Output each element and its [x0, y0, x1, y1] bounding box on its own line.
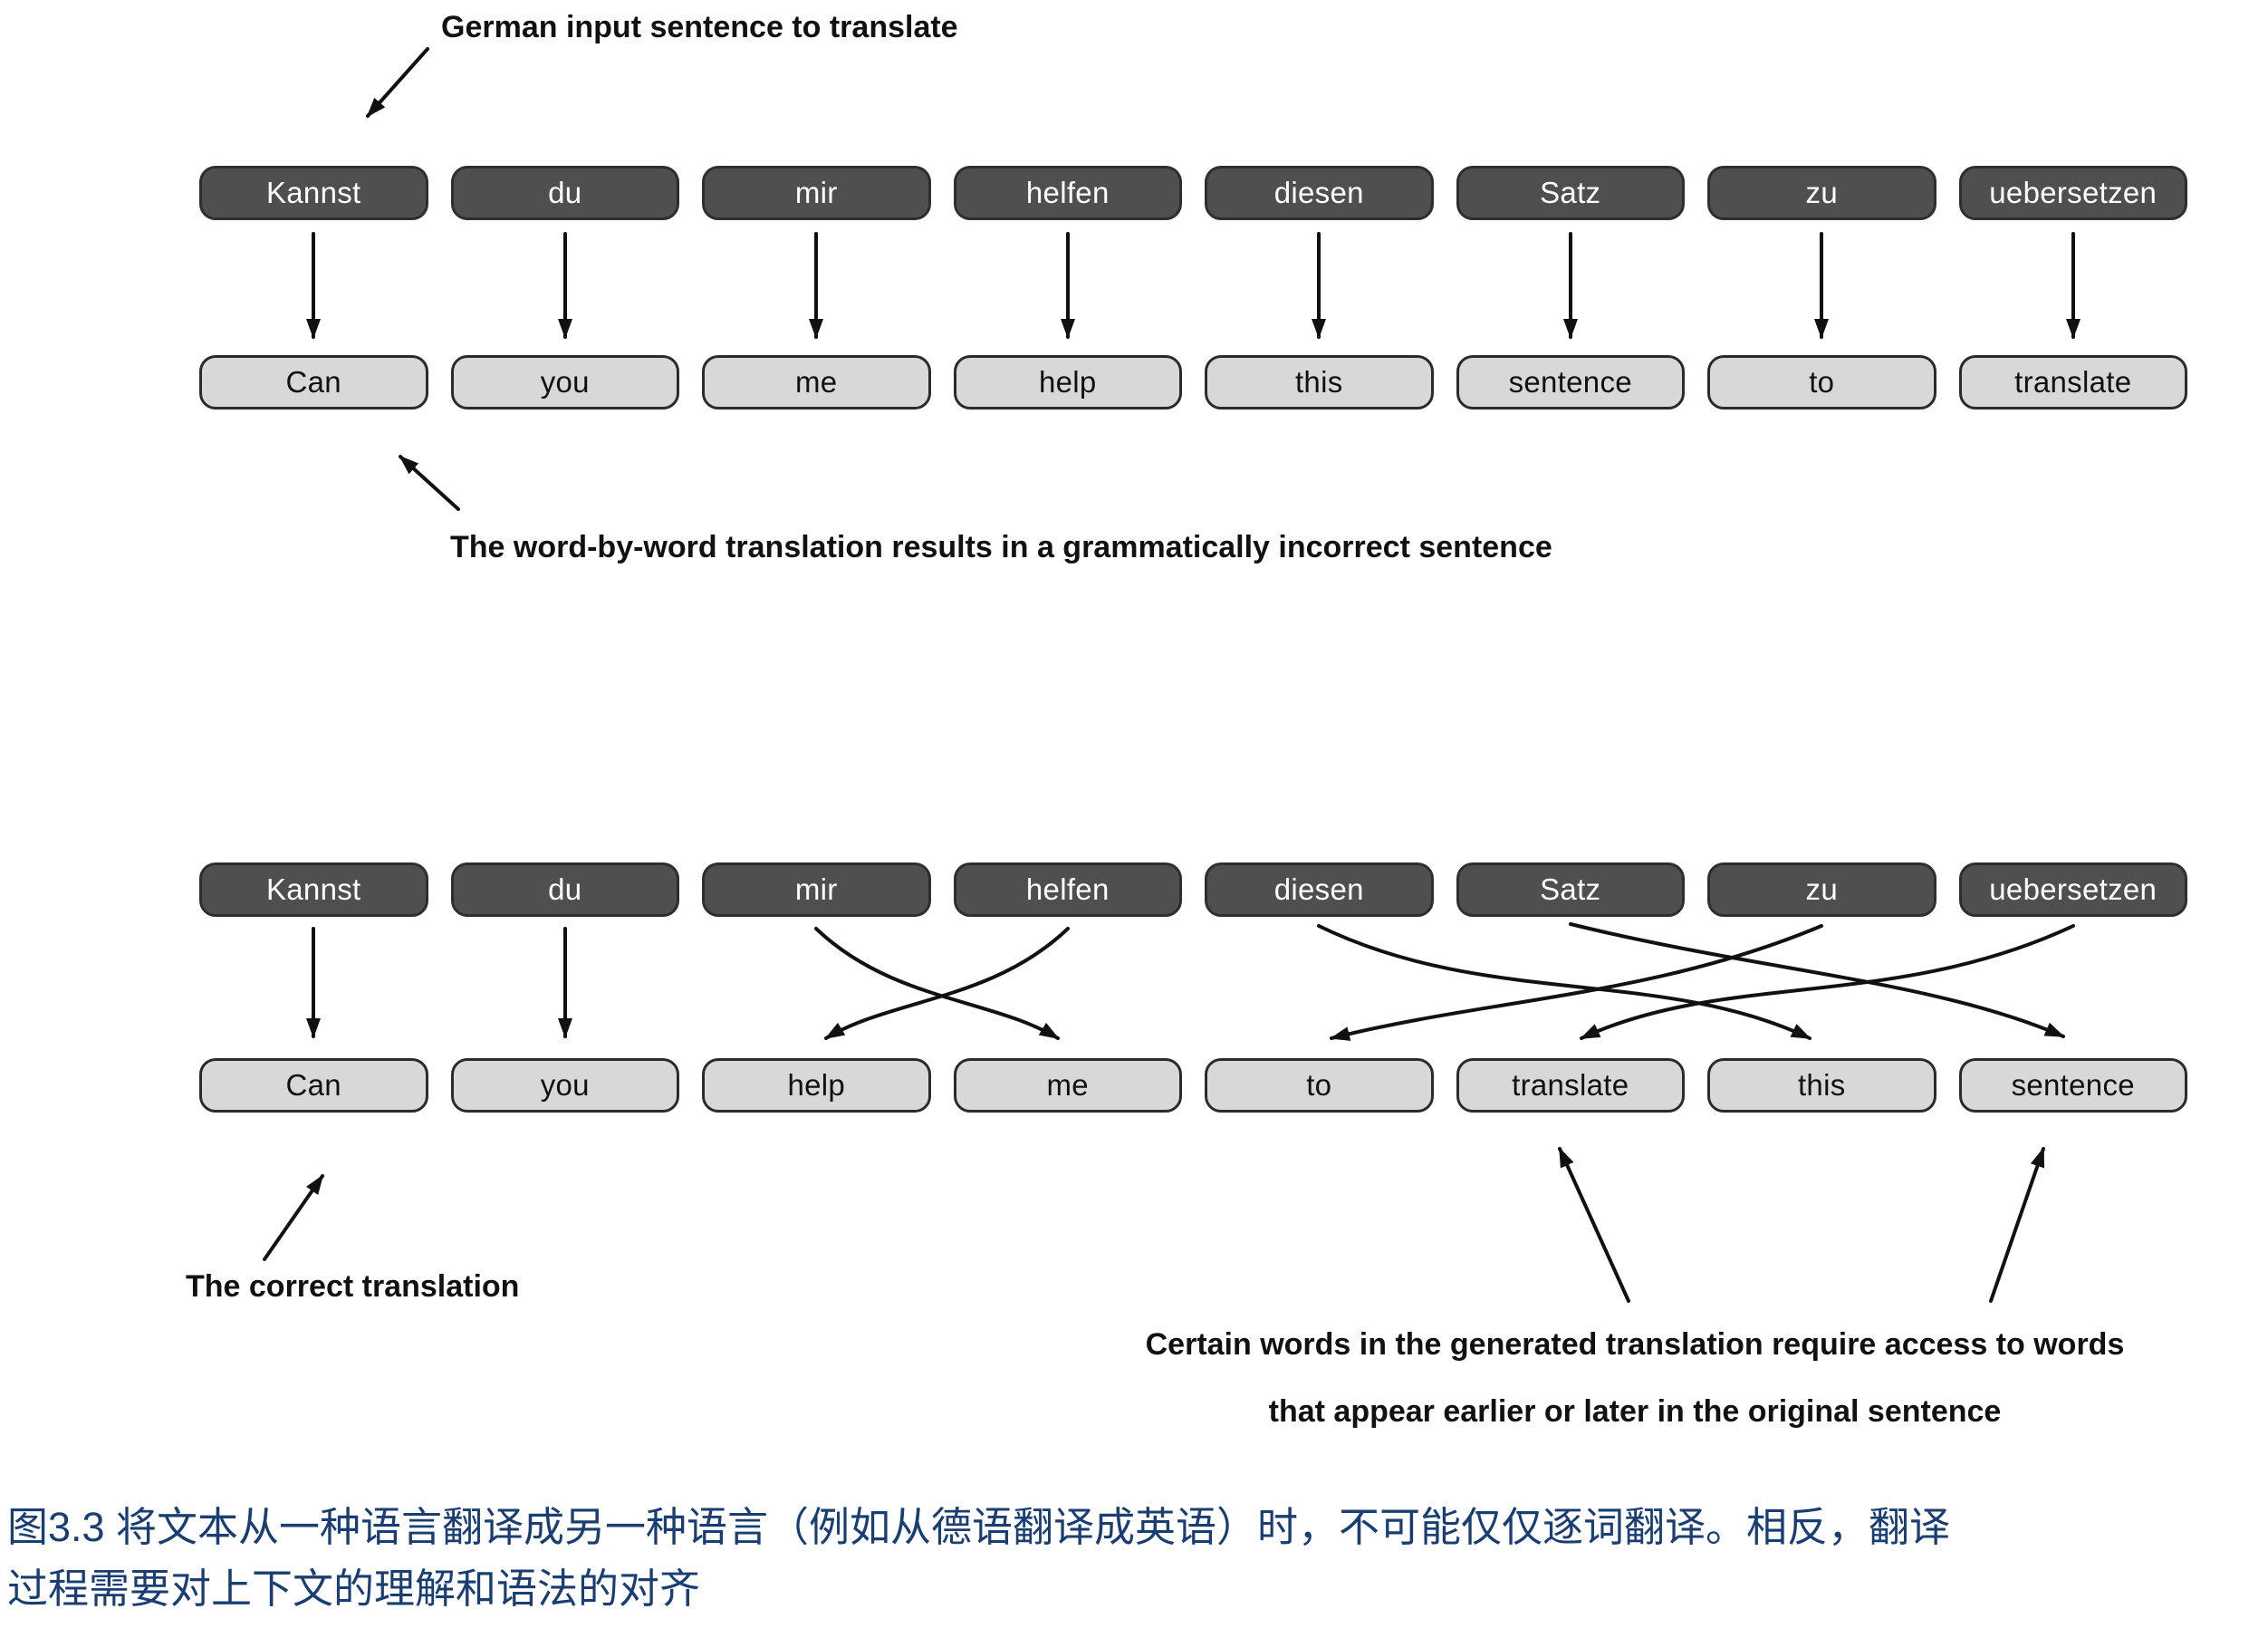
word-pill-english: to	[1205, 1058, 1434, 1113]
annotation-correct-translation: The correct translation	[186, 1269, 520, 1304]
annotation-word-by-word: The word-by-word translation results in …	[450, 530, 1552, 564]
word-pill-english: help	[953, 355, 1182, 410]
annotation-context-access: Certain words in the generated translati…	[1042, 1325, 2228, 1433]
word-pill-english: sentence	[1456, 355, 1685, 410]
word-pill-german: uebersetzen	[1958, 166, 2187, 220]
annotation-context-line1: Certain words in the generated translati…	[1145, 1327, 2125, 1362]
word-pill-english: me	[953, 1058, 1182, 1113]
arrow-context-to-translate	[1558, 1147, 1630, 1303]
bottom-english-row: Can you help me to translate this senten…	[199, 1058, 2187, 1113]
bottom-german-row: Kannst du mir helfen diesen Satz zu uebe…	[199, 862, 2187, 917]
arrow-bottom-zu-to	[1330, 924, 1823, 1041]
word-pill-english: help	[702, 1058, 931, 1113]
arrow-bottom-helfen-help	[824, 927, 1070, 1040]
word-pill-german: du	[450, 166, 679, 220]
word-pill-german: zu	[1707, 862, 1936, 917]
arrow-annotation-correct-pointer	[263, 1174, 324, 1261]
word-pill-english: this	[1205, 355, 1434, 410]
word-pill-german: zu	[1707, 166, 1936, 220]
word-pill-english: you	[450, 355, 679, 410]
word-pill-german: helfen	[953, 166, 1182, 220]
word-pill-english: me	[702, 355, 931, 410]
figure-caption-line1: 图3.3 将文本从一种语言翻译成另一种语言（例如从德语翻译成英语）时，不可能仅仅…	[7, 1504, 1951, 1550]
word-pill-german: Satz	[1456, 166, 1685, 220]
figure-caption: 图3.3 将文本从一种语言翻译成另一种语言（例如从德语翻译成英语）时，不可能仅仅…	[7, 1497, 2254, 1619]
word-pill-german: mir	[702, 862, 931, 917]
word-pill-english: translate	[1958, 355, 2187, 410]
word-pill-english: sentence	[1958, 1058, 2187, 1113]
annotation-context-line2: that appear earlier or later in the orig…	[1268, 1393, 2002, 1429]
arrow-bottom-mir-me	[814, 927, 1060, 1040]
word-pill-english: this	[1707, 1058, 1936, 1113]
word-pill-german: Satz	[1456, 862, 1685, 917]
word-pill-german: diesen	[1205, 862, 1434, 917]
top-german-row: Kannst du mir helfen diesen Satz zu uebe…	[199, 166, 2187, 220]
word-pill-german: Kannst	[199, 862, 428, 917]
word-pill-german: uebersetzen	[1958, 862, 2187, 917]
word-pill-english: Can	[199, 355, 428, 410]
word-pill-german: helfen	[953, 862, 1182, 917]
word-pill-english: to	[1707, 355, 1936, 410]
word-pill-english: you	[450, 1058, 679, 1113]
arrow-annotation-input-pointer	[366, 47, 429, 118]
arrow-annotation-incorrect-pointer	[399, 455, 460, 511]
top-english-row: Can you me help this sentence to transla…	[199, 355, 2187, 410]
arrow-context-to-sentence	[1989, 1147, 2045, 1303]
arrow-bottom-uebersetzen-translate	[1580, 924, 2075, 1040]
annotation-german-input: German input sentence to translate	[441, 10, 958, 44]
word-pill-german: diesen	[1205, 166, 1434, 220]
word-pill-english: translate	[1456, 1058, 1685, 1113]
figure-caption-line2: 过程需要对上下文的理解和语法的对齐	[7, 1565, 701, 1612]
word-pill-german: du	[450, 862, 679, 917]
arrow-bottom-diesen-this	[1317, 924, 1812, 1040]
arrow-bottom-satz-sentence	[1569, 922, 2065, 1038]
word-pill-english: Can	[199, 1058, 428, 1113]
word-pill-german: Kannst	[199, 166, 428, 220]
word-pill-german: mir	[702, 166, 931, 220]
